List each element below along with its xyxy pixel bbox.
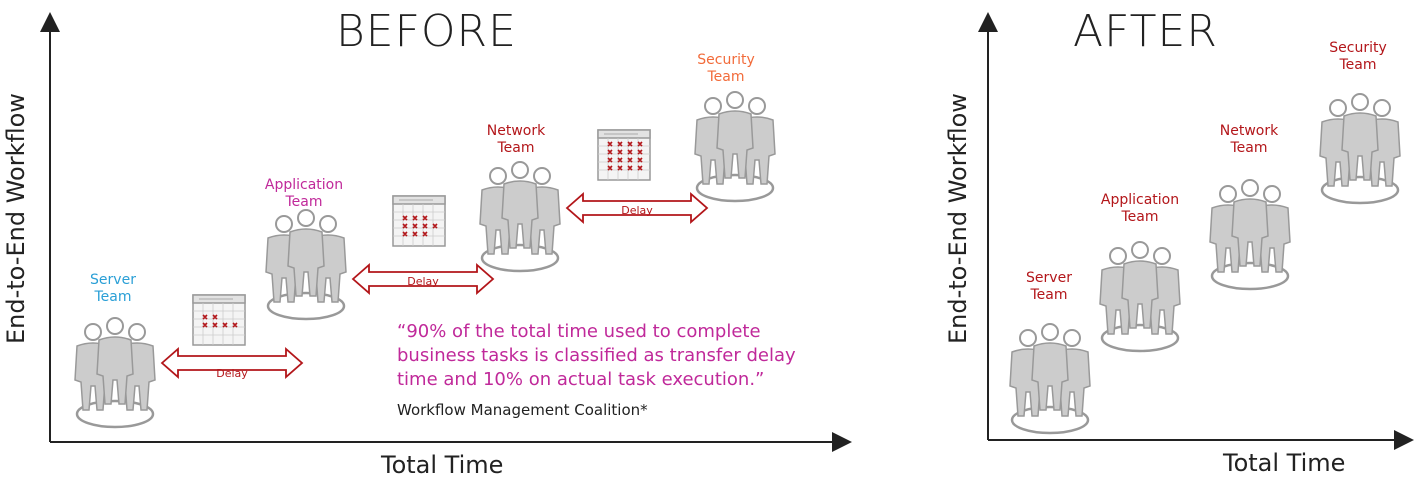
before-title: BEFORE [336, 6, 517, 57]
before-axes [40, 12, 852, 452]
network-team-label: Network Team [486, 123, 546, 156]
delay-label: Delay [621, 204, 653, 217]
application-team-label-after: Application Team [1100, 192, 1180, 225]
quote-source: Workflow Management Coalition* [397, 401, 648, 419]
before-y-axis-label: End-to-End Workflow [2, 93, 30, 344]
after-x-axis-label: Total Time [1223, 449, 1346, 477]
security-team-group [695, 92, 775, 201]
server-team-group-after [1010, 324, 1090, 433]
network-team-group [480, 162, 560, 271]
delay-label: Delay [216, 367, 248, 380]
after-axes [978, 12, 1414, 450]
application-team-label: Application Team [264, 177, 344, 210]
server-team-label-after: Server Team [1026, 270, 1072, 303]
calendar-icon [597, 129, 651, 181]
security-team-label-after: Security Team [1329, 40, 1387, 73]
after-y-axis-label: End-to-End Workflow [944, 93, 972, 344]
after-title: AFTER [1073, 6, 1218, 57]
application-team-group [266, 210, 346, 319]
security-team-group-after [1320, 94, 1400, 203]
before-x-axis-label: Total Time [381, 451, 504, 479]
delay-label: Delay [407, 275, 439, 288]
server-team-group [75, 318, 155, 427]
calendar-icon [392, 195, 446, 247]
network-team-group-after [1210, 180, 1290, 289]
server-team-label: Server Team [90, 272, 136, 305]
application-team-group-after [1100, 242, 1180, 351]
network-team-label-after: Network Team [1219, 123, 1279, 156]
security-team-label: Security Team [697, 52, 755, 85]
calendar-icon [192, 294, 246, 346]
quote-text: “90% of the total time used to complete … [397, 321, 796, 390]
